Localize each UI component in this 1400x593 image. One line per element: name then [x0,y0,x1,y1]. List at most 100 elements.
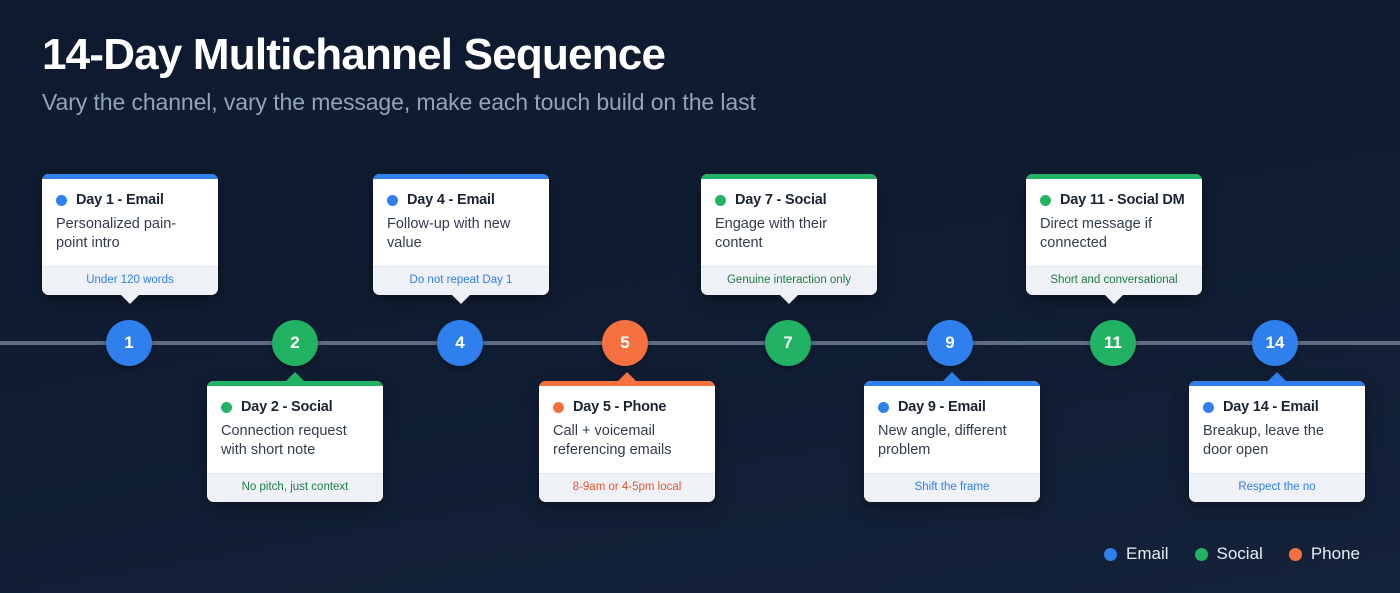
card-header: Day 9 - Email [878,399,1026,415]
card-title: Day 2 - Social [241,399,333,415]
card-description: Breakup, leave the door open [1203,423,1324,459]
channel-dot-icon [387,194,398,206]
card-header: Day 4 - Email [387,192,535,208]
card-title: Day 1 - Email [76,192,164,208]
timeline-marker-day-7[interactable]: 7 [765,320,811,366]
card-description: Personalized pain-point intro [56,216,177,252]
card-pointer-icon [452,295,470,305]
card-header: Day 5 - Phone [553,399,701,415]
timeline-marker-day-2[interactable]: 2 [272,320,318,366]
card-pointer-icon [286,372,304,381]
legend-item-email[interactable]: Email [1104,544,1169,564]
timeline-marker-day-14[interactable]: 14 [1252,320,1298,366]
card-footer-note: No pitch, just context [207,472,383,503]
card-pointer-icon [780,295,798,305]
timeline-marker-day-11[interactable]: 11 [1090,320,1136,366]
card-header: Day 2 - Social [221,399,369,415]
legend-label: Social [1216,544,1263,563]
card-pointer-icon [121,295,139,305]
card-accent-bar [701,174,877,179]
legend-item-phone[interactable]: Phone [1288,544,1360,564]
card-footer-note: 8-9am or 4-5pm local [539,472,715,503]
card-title: Day 4 - Email [407,192,495,208]
card-header: Day 11 - Social DM [1040,192,1188,208]
channel-dot-icon [715,194,726,206]
card-pointer-icon [618,372,636,381]
card-pointer-icon [1268,372,1286,381]
card-title: Day 9 - Email [898,399,986,415]
timeline-axis [0,341,1400,345]
legend-label: Email [1126,544,1169,563]
page-title: 14-Day Multichannel Sequence [42,30,666,79]
card-accent-bar [864,381,1040,386]
card-footer-note: Genuine interaction only [701,265,877,296]
legend-label: Phone [1310,544,1360,563]
card-footer-note: Do not repeat Day 1 [373,265,549,296]
card-accent-bar [42,174,218,179]
card-inner: Day 11 - Social DM Direct message if conn… [1026,174,1202,296]
timeline-marker-day-9[interactable]: 9 [927,320,973,366]
card-title: Day 11 - Social DM [1060,192,1185,208]
card-description: Connection request with short note [221,423,347,459]
card-accent-bar [373,174,549,179]
timeline-marker-day-5[interactable]: 5 [602,320,648,366]
page-subtitle: Vary the channel, vary the message, make… [42,89,756,116]
card-accent-bar [1189,381,1365,386]
card-pointer-icon [943,372,961,381]
card-accent-bar [1026,174,1202,179]
card-description: Direct message if connected [1040,216,1153,252]
card-footer-note: Shift the frame [864,472,1040,503]
channel-dot-icon [1203,401,1214,413]
card-description: Follow-up with new value [387,216,511,252]
channel-dot-icon [221,401,232,413]
card-accent-bar [207,381,383,386]
card-title: Day 5 - Phone [573,399,667,415]
card-body: Day 11 - Social DM Direct message if conn… [1026,179,1202,266]
legend: Email Social Phone [1104,544,1360,564]
card-header: Day 1 - Email [56,192,204,208]
card-description: Engage with their content [715,216,828,252]
card-footer-note: Respect the no [1189,472,1365,503]
card-title: Day 7 - Social [735,192,827,208]
card-accent-bar [539,381,715,386]
legend-dot-icon [1194,547,1208,561]
legend-dot-icon [1288,547,1302,561]
card-description: Call + voicemail referencing emails [553,423,672,459]
card-description: New angle, different problem [878,423,1007,459]
legend-item-social[interactable]: Social [1194,544,1263,564]
card-footer-note: Short and conversational [1026,265,1202,296]
card-pointer-icon [1105,295,1123,305]
channel-dot-icon [1040,194,1051,206]
channel-dot-icon [553,401,564,413]
timeline-marker-day-1[interactable]: 1 [106,320,152,366]
card-title: Day 14 - Email [1223,399,1319,415]
header: 14-Day Multichannel Sequence Vary the ch… [42,30,1042,117]
card-footer-note: Under 120 words [42,265,218,296]
timeline-card[interactable]: Day 11 - Social DM Direct message if conn… [1026,174,1202,305]
card-header: Day 14 - Email [1203,399,1351,415]
channel-dot-icon [878,401,889,413]
timeline-marker-day-4[interactable]: 4 [437,320,483,366]
